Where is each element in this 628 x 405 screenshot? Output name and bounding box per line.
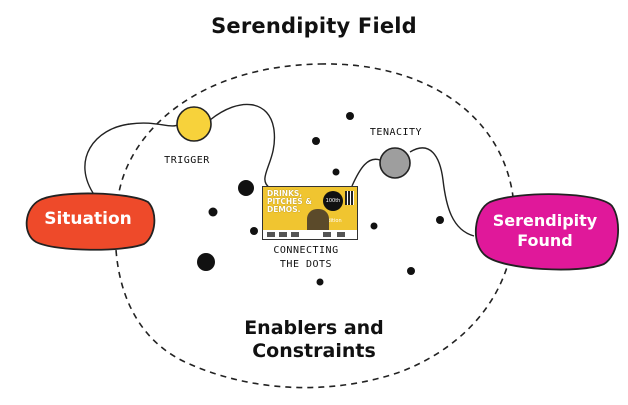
found-line2: Found	[517, 231, 573, 250]
sponsor-logo-icon	[337, 232, 345, 237]
connecting-the-dots-label: CONNECTING THE DOTS	[256, 244, 356, 272]
sponsor-logo-icon	[279, 232, 287, 237]
dot	[208, 207, 218, 217]
dot	[238, 180, 254, 196]
sponsor-logo-icon	[323, 232, 331, 237]
trigger-node	[176, 106, 212, 142]
connecting-line2: THE DOTS	[279, 259, 333, 270]
dot	[436, 216, 444, 224]
qr-code-icon	[345, 191, 354, 205]
enablers-line2: Constraints	[252, 340, 376, 362]
tenacity-node	[379, 147, 411, 179]
serendipity-found-label: Serendipity Found	[478, 211, 612, 251]
poster-headline: DRINKS, PITCHES & DEMOS.	[267, 190, 325, 214]
poster-line2: PITCHES &	[267, 197, 312, 206]
dot	[407, 267, 415, 275]
dot	[346, 112, 354, 120]
situation-to-trigger-line	[84, 122, 181, 197]
sponsor-logo-icon	[291, 232, 299, 237]
enablers-line1: Enablers and	[244, 317, 384, 339]
sponsor-logo-strip	[263, 230, 357, 239]
dot	[250, 227, 258, 235]
situation-blob	[25, 192, 156, 251]
tenacity-to-found-line	[409, 147, 475, 237]
poster-line3: DEMOS.	[267, 205, 301, 214]
found-line1: Serendipity	[492, 211, 598, 230]
trigger-to-tenacity-line	[209, 103, 381, 189]
poster-line1: DRINKS,	[267, 189, 303, 198]
situation-label: Situation	[44, 209, 132, 229]
serendipity-field-boundary	[114, 63, 516, 389]
dot	[316, 278, 324, 286]
sponsor-logo-icon	[267, 232, 275, 237]
diagram-title: Serendipity Field	[211, 14, 417, 38]
poster-badge: 100th edition	[323, 191, 343, 224]
dot	[197, 253, 215, 271]
dot	[312, 137, 320, 145]
trigger-label: TRIGGER	[164, 155, 210, 166]
connecting-line1: CONNECTING	[273, 245, 339, 256]
dot	[370, 222, 378, 230]
tenacity-label: TENACITY	[369, 127, 423, 138]
enablers-constraints-label: Enablers and Constraints	[204, 317, 424, 363]
dot	[332, 168, 340, 176]
serendipity-found-blob	[474, 193, 619, 271]
event-poster-image: DRINKS, PITCHES & DEMOS. 100th edition	[262, 186, 358, 240]
